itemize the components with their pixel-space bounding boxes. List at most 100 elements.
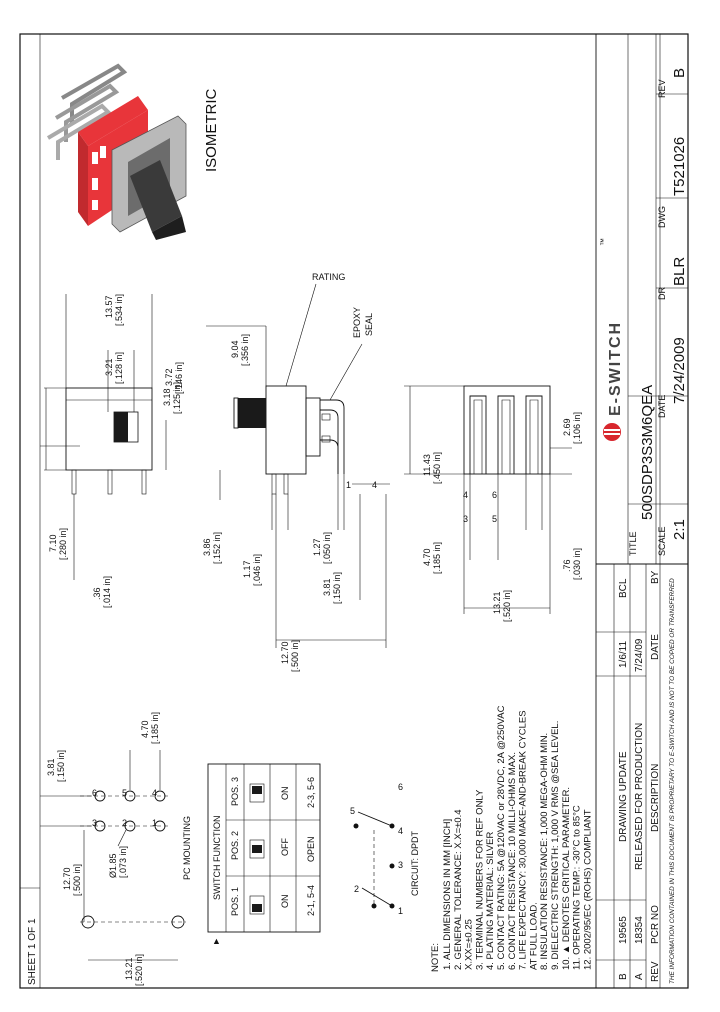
terminal-u bbox=[469, 395, 487, 474]
front-pin bbox=[141, 469, 147, 495]
switch-function-table: SWITCH FUNCTION POS. 1 POS. 2 POS. 3 ON … bbox=[207, 763, 321, 946]
pin-label: 6 bbox=[492, 490, 497, 500]
side-rating-plate bbox=[305, 397, 321, 457]
dim-13-21b-in: [.520 in] bbox=[502, 590, 512, 622]
rev-label: REV bbox=[657, 79, 667, 98]
dim-12-70b-in: [.500 in] bbox=[290, 640, 300, 672]
rev-header-pcr: PCR NO bbox=[650, 905, 661, 944]
switch-pos3-state: ON bbox=[280, 787, 290, 801]
dim-3-81b-in: [.150 in] bbox=[332, 572, 342, 604]
dim-76-in: [.030 in] bbox=[572, 548, 582, 580]
dim-3-81b: 3.81 bbox=[322, 578, 332, 596]
terminal-view: 4 6 3 5 11.43 [.450 in] 2.69 [.106 in] 4… bbox=[404, 385, 582, 622]
isometric-label: ISOMETRIC bbox=[203, 88, 220, 172]
note-line: 11. OPERATING TEMP.: -30°C to 85°C bbox=[572, 805, 583, 970]
switch-pos1-state: ON bbox=[280, 895, 290, 909]
pin-label: 5 bbox=[122, 788, 127, 798]
dim-11-43-in: [.450 in] bbox=[432, 452, 442, 484]
iso-body-side bbox=[78, 132, 88, 226]
title-label: TITLE bbox=[628, 531, 638, 556]
note-line: 5. CONTACT RATING: 5A @120VAC or 28VDC, … bbox=[496, 705, 507, 970]
pin-label: 3 bbox=[92, 818, 97, 828]
switch-pos1-header: POS. 1 bbox=[230, 887, 240, 916]
dim-1-17: 1.17 bbox=[242, 560, 252, 578]
logo-text: E-SWITCH bbox=[607, 321, 624, 416]
rev-a-description: RELEASED FOR PRODUCTION bbox=[634, 723, 645, 870]
dim-1-27: 1.27 bbox=[312, 538, 322, 556]
dim-7-10-in: [.280 in] bbox=[58, 528, 68, 560]
switch-pos2-icon bbox=[252, 845, 262, 853]
critical-triangle-icon: ▲ bbox=[212, 936, 221, 946]
rev-header-rev: REV bbox=[650, 961, 661, 982]
dim-4-70: 4.70 bbox=[140, 720, 150, 738]
dim-1-17-in: [.046 in] bbox=[252, 554, 262, 586]
rev-a-date: 7/24/09 bbox=[634, 638, 645, 672]
switch-pos2-circuit: OPEN bbox=[306, 836, 316, 862]
rev-a-rev: A bbox=[634, 973, 645, 980]
dim-3-72: 3.72 bbox=[164, 368, 174, 386]
dim-12-70-in: [.500 in] bbox=[72, 864, 82, 896]
rev-header-description: DESCRIPTION bbox=[650, 764, 661, 832]
pin-label: 3 bbox=[463, 514, 468, 524]
proprietary-notice: THE INFORMATION CONTAINED IN THIS DOCUME… bbox=[669, 578, 676, 984]
side-actuator bbox=[238, 398, 266, 428]
pin-label: 5 bbox=[350, 806, 355, 816]
dwg-value: T521026 bbox=[671, 137, 688, 196]
dr-label: DR bbox=[657, 287, 667, 300]
front-pin bbox=[107, 469, 113, 495]
note-line: 8. INSULATION RESISTANCE: 1,000 MEGA-OHM… bbox=[539, 733, 550, 970]
isometric-view: ISOMETRIC bbox=[46, 63, 220, 240]
dim-76: .76 bbox=[562, 559, 572, 572]
dim-2-69-in: [.106 in] bbox=[572, 412, 582, 444]
iso-body-top bbox=[78, 96, 148, 146]
dim-11-43: 11.43 bbox=[422, 454, 432, 476]
dim-4-70b: 4.70 bbox=[422, 548, 432, 566]
switch-function-title: SWITCH FUNCTION bbox=[212, 816, 222, 901]
epoxy-label: EPOXY bbox=[352, 307, 362, 338]
circuit-label: CIRCUIT: DPDT bbox=[410, 830, 420, 896]
notes: NOTE: 1. ALL DIMENSIONS IN MM [INCH]2. G… bbox=[430, 705, 593, 972]
dim-4-70-in: [.185 in] bbox=[150, 712, 160, 744]
iso-terminal bbox=[46, 103, 112, 160]
dim-3-21: 3.21 bbox=[104, 358, 114, 376]
dim-12-70: 12.70 bbox=[62, 867, 72, 890]
pin-label: 1 bbox=[346, 480, 351, 490]
dim-9-04: 9.04 bbox=[230, 340, 240, 358]
switch-pos2-state: OFF bbox=[280, 838, 290, 856]
dim-1-85-in: [.073 in] bbox=[118, 846, 128, 878]
note-line: 7. LIFE EXPECTANCY: 30,000 MAKE-AND-BREA… bbox=[518, 710, 529, 970]
pin-label: 1 bbox=[398, 906, 403, 916]
note-line: 12. 2002/95/EC (ROHS) COMPLIANT bbox=[582, 809, 593, 970]
switch-pos1-icon bbox=[252, 904, 262, 912]
terminal-u bbox=[497, 395, 515, 474]
dim-3-86: 3.86 bbox=[202, 538, 212, 556]
iso-actuator bbox=[130, 160, 182, 232]
dim-12-70b: 12.70 bbox=[280, 641, 290, 664]
pin-label: 6 bbox=[92, 788, 97, 798]
switch-pos1-circuit: 2-1, 5-4 bbox=[306, 885, 316, 916]
pin-label: 6 bbox=[398, 782, 403, 792]
note-line: 10. ▲ DENOTES CRITICAL PARAMETER. bbox=[561, 787, 572, 970]
pc-mounting-label: PC MOUNTING bbox=[182, 816, 192, 880]
rev-header-by: BY bbox=[650, 570, 661, 584]
terminal-u bbox=[525, 395, 543, 474]
dim-36-in: [.014 in] bbox=[102, 576, 112, 608]
revision-table: BY DATE DESCRIPTION PCR NO REV BCL 1/6/1… bbox=[595, 564, 676, 988]
circuit-diagram: CIRCUIT: DPDT 1 2 3 4 5 6 bbox=[350, 782, 420, 916]
pin-label: 3 bbox=[398, 860, 403, 870]
e-switch-logo: E-SWITCH ™ bbox=[599, 238, 624, 441]
front-view: 7.10 [.280 in] .36 [.014 in] 3.18 [.125 … bbox=[40, 294, 222, 608]
dim-1-27-in: [.050 in] bbox=[322, 532, 332, 564]
notes-title: NOTE: bbox=[430, 943, 441, 972]
pin-label: 2 bbox=[122, 818, 127, 828]
note-line: 4. PLATING MATERIAL: SILVER bbox=[485, 832, 496, 970]
date-value: 7/24/2009 bbox=[671, 337, 688, 404]
logo-mark-icon bbox=[603, 423, 621, 441]
pin-label: 4 bbox=[463, 490, 468, 500]
rev-b-pcr: 19565 bbox=[618, 916, 629, 944]
switch-pos3-icon bbox=[252, 786, 262, 794]
side-body bbox=[265, 385, 307, 475]
dim-1-85: Ø1.85 bbox=[108, 853, 118, 878]
dim-9-04-in: [.356 in] bbox=[240, 334, 250, 366]
